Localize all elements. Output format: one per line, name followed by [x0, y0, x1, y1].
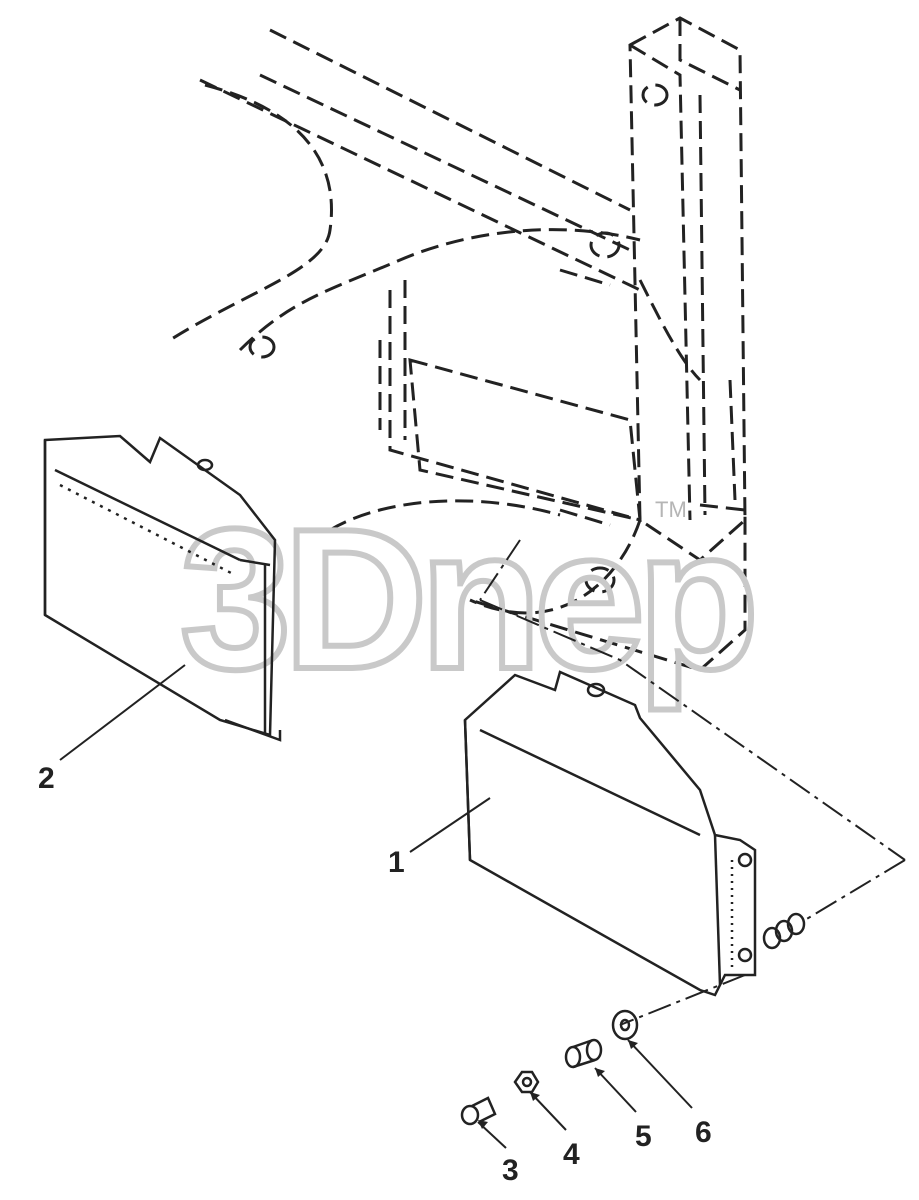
part-6-washer	[611, 1009, 639, 1041]
part-3-bolt	[460, 1096, 497, 1126]
washer-stack	[762, 912, 806, 950]
phantom-structure	[169, 16, 747, 672]
leader-2	[59, 664, 186, 761]
leader-arrowheads	[478, 1040, 638, 1129]
watermark-trademark: TM	[655, 497, 687, 522]
leader-6	[627, 1039, 693, 1109]
fastener-centerline	[479, 539, 906, 1026]
part-2-shield	[43, 434, 282, 742]
part-1-shield	[463, 670, 757, 997]
leader-lines	[59, 664, 693, 1149]
leader-1	[409, 797, 491, 853]
callouts: 1 2 3 4 5 6	[38, 762, 712, 1187]
callout-2: 2	[38, 762, 55, 795]
part-4-nut	[513, 1070, 540, 1094]
callout-6: 6	[695, 1116, 712, 1149]
part-5-spacer	[564, 1038, 603, 1069]
callout-1: 1	[388, 846, 405, 879]
leader-5	[594, 1067, 637, 1113]
callout-3: 3	[502, 1154, 519, 1187]
callout-4: 4	[563, 1138, 580, 1171]
callout-5: 5	[635, 1120, 652, 1153]
